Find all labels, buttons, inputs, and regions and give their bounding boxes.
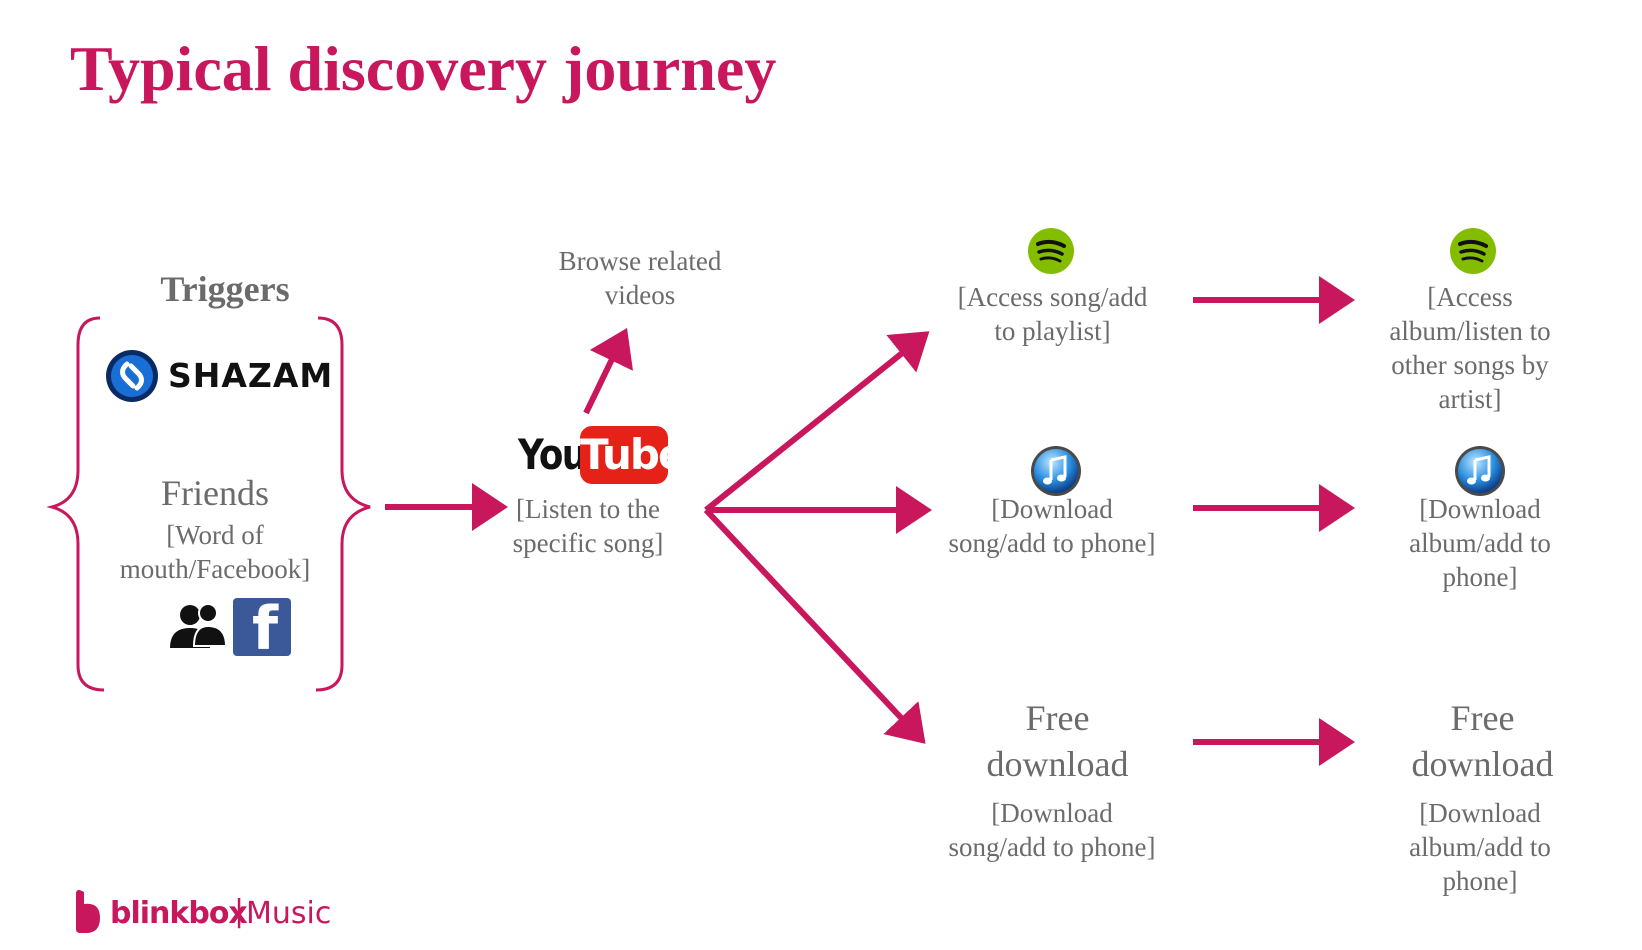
facebook-icon: f xyxy=(233,598,291,656)
right-spotify-caption: [Access album/listen to other songs by a… xyxy=(1389,282,1551,414)
itunes-icon xyxy=(1455,446,1505,496)
youtube-logo-tube: Tube xyxy=(580,426,687,484)
shazam-icon xyxy=(106,350,158,402)
left-brace xyxy=(46,316,105,692)
friends-icon xyxy=(170,603,228,648)
youtube-logo: You Tube xyxy=(518,426,687,486)
brand-product: Music xyxy=(246,896,332,931)
right-free-download-title: Free download xyxy=(1411,698,1554,784)
middle-free-download-caption: [Download song/add to phone] xyxy=(948,798,1156,862)
page-title: Typical discovery journey xyxy=(70,33,777,104)
arrow-to-spotify xyxy=(704,331,930,513)
arrow-to-browse xyxy=(583,327,634,415)
spotify-icon xyxy=(1028,228,1074,274)
right-itunes-caption: [Download album/add to phone] xyxy=(1409,494,1551,592)
blinkbox-icon xyxy=(76,890,100,934)
browse-related-videos: Browse related videos xyxy=(558,246,722,310)
middle-spotify-caption: [Access song/add to playlist] xyxy=(957,282,1148,346)
youtube-logo-you: You xyxy=(518,430,587,479)
shazam-wordmark: SHAZAM xyxy=(168,356,334,395)
right-free-download-caption: [Download album/add to phone] xyxy=(1409,798,1551,896)
shazam-logo: SHAZAM xyxy=(104,348,336,404)
blinkbox-music-logo: blinkbox | Music xyxy=(74,888,334,936)
friends-label: Friends xyxy=(161,473,269,513)
middle-free-download-title: Free download xyxy=(986,698,1129,784)
itunes-icon xyxy=(1031,446,1081,496)
brand-name: blinkbox xyxy=(110,896,248,931)
right-brace xyxy=(315,316,371,692)
arrow-to-free xyxy=(703,507,926,744)
brand-separator: | xyxy=(234,894,245,929)
middle-itunes-caption: [Download song/add to phone] xyxy=(948,494,1156,558)
triggers-heading: Triggers xyxy=(160,269,290,309)
spotify-icon xyxy=(1450,228,1496,274)
friends-detail: [Word of mouth/Facebook] xyxy=(119,520,311,584)
youtube-caption: [Listen to the specific song] xyxy=(512,494,664,558)
